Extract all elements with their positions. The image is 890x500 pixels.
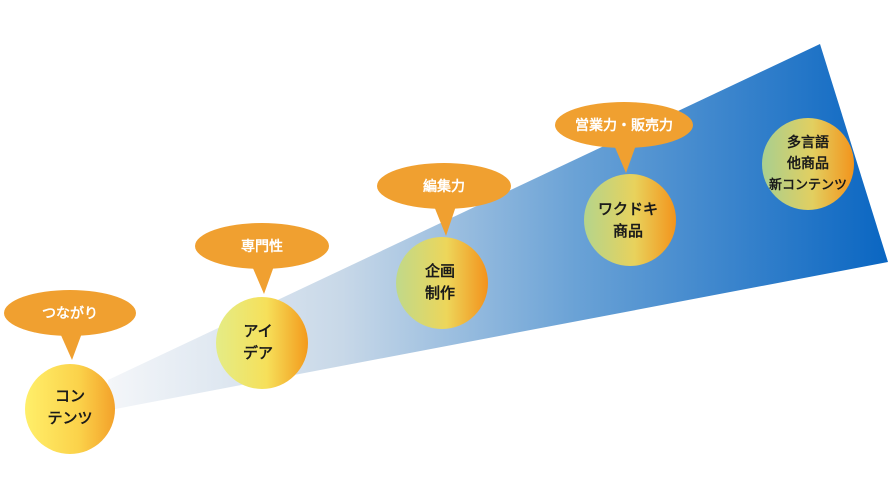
stage-planning: 企画 制作 xyxy=(396,237,488,329)
bubble-tsunagari: つながり xyxy=(4,290,136,360)
stage-contents-line2: テンツ xyxy=(47,409,92,427)
bubble-eigyoryoku: 営業力・販売力 xyxy=(555,102,693,173)
stage-idea-line2: デア xyxy=(243,344,273,362)
stage-expansion-line2: 他商品 xyxy=(786,155,829,172)
stage-planning-line1: 企画 xyxy=(424,262,455,280)
stage-expansion: 多言語 他商品 新コンテンツ xyxy=(762,118,854,210)
stage-planning-line2: 制作 xyxy=(425,284,455,302)
stage-product-line1: ワクドキ xyxy=(598,200,658,218)
stage-contents: コン テンツ xyxy=(25,364,115,454)
stage-idea-line1: アイ xyxy=(243,322,272,340)
stage-idea: アイ デア xyxy=(216,297,308,389)
stage-product-line2: 商品 xyxy=(613,222,643,240)
bubble-senmonsei: 専門性 xyxy=(195,223,329,294)
bubble-henshuryoku: 編集力 xyxy=(377,163,511,236)
bubble-senmonsei-label: 専門性 xyxy=(241,238,283,255)
stage-product: ワクドキ 商品 xyxy=(584,174,676,266)
stage-contents-line1: コン xyxy=(55,387,85,405)
bubble-eigyoryoku-label: 営業力・販売力 xyxy=(575,117,673,134)
bubble-henshuryoku-label: 編集力 xyxy=(423,178,465,195)
stage-expansion-line1: 多言語 xyxy=(787,134,829,151)
bubble-tsunagari-label: つながり xyxy=(42,305,98,322)
growth-wedge xyxy=(108,44,888,410)
stage-expansion-line3: 新コンテンツ xyxy=(769,177,847,193)
